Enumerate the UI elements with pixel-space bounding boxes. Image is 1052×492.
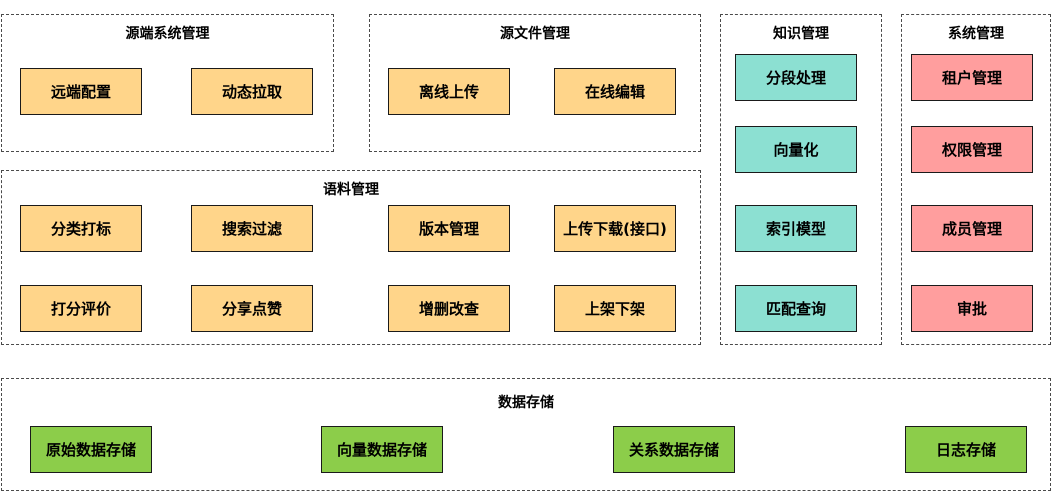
group-title: 数据存储 (498, 395, 554, 411)
group-title: 知识管理 (773, 26, 829, 42)
group-knowledge-management: 知识管理 (720, 14, 882, 345)
group-corpus-management: 语料管理 (1, 170, 701, 345)
node-upload-download-api[interactable]: 上传下载(接口) (554, 205, 676, 252)
group-title: 源文件管理 (500, 26, 570, 42)
node-share-like[interactable]: 分享点赞 (191, 285, 313, 332)
group-title: 源端系统管理 (125, 26, 210, 42)
node-dynamic-pull[interactable]: 动态拉取 (191, 68, 313, 115)
node-vector-data-storage[interactable]: 向量数据存储 (321, 426, 443, 473)
node-search-filter[interactable]: 搜索过滤 (191, 205, 313, 252)
group-source-file-management: 源文件管理 (369, 14, 701, 152)
node-crud[interactable]: 增删改查 (388, 285, 510, 332)
group-source-system-management: 源端系统管理 (1, 14, 334, 152)
node-permission-management[interactable]: 权限管理 (911, 126, 1033, 173)
group-title: 系统管理 (948, 26, 1004, 42)
node-relational-data-storage[interactable]: 关系数据存储 (613, 426, 735, 473)
node-vectorization[interactable]: 向量化 (735, 126, 857, 173)
node-log-storage[interactable]: 日志存储 (905, 426, 1027, 473)
node-approval[interactable]: 审批 (911, 285, 1033, 332)
node-remote-config[interactable]: 远端配置 (20, 68, 142, 115)
node-offline-upload[interactable]: 离线上传 (388, 68, 510, 115)
node-version-management[interactable]: 版本管理 (388, 205, 510, 252)
node-match-query[interactable]: 匹配查询 (735, 285, 857, 332)
node-index-model[interactable]: 索引模型 (735, 205, 857, 252)
node-raw-data-storage[interactable]: 原始数据存储 (30, 426, 152, 473)
group-title: 语料管理 (323, 182, 379, 198)
node-member-management[interactable]: 成员管理 (911, 205, 1033, 252)
node-publish-unpublish[interactable]: 上架下架 (554, 285, 676, 332)
node-rate-review[interactable]: 打分评价 (20, 285, 142, 332)
node-online-edit[interactable]: 在线编辑 (554, 68, 676, 115)
group-system-management: 系统管理 (901, 14, 1051, 345)
group-data-storage: 数据存储 (1, 378, 1051, 491)
node-segment-processing[interactable]: 分段处理 (735, 54, 857, 101)
node-classify-tag[interactable]: 分类打标 (20, 205, 142, 252)
node-tenant-management[interactable]: 租户管理 (911, 54, 1033, 101)
